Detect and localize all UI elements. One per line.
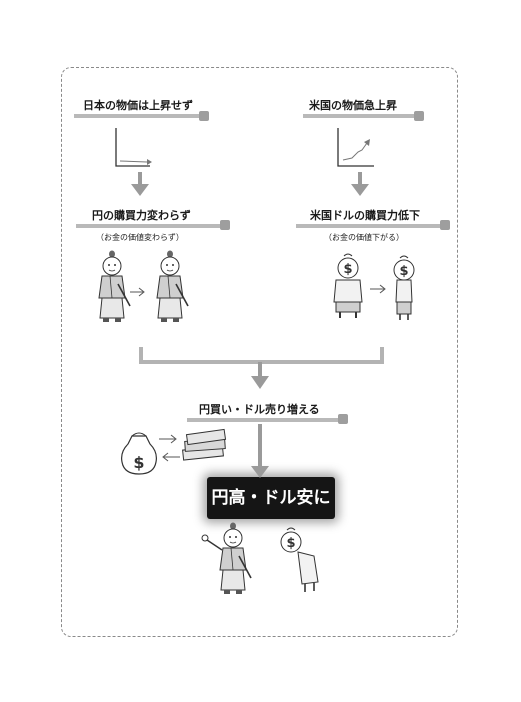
left-title: 日本の物価は上昇せず <box>83 99 193 112</box>
bowing-dollar-man-icon <box>280 527 319 592</box>
right-title-tab <box>414 111 424 121</box>
right-effect: 米国ドルの購買力低下 <box>310 209 420 222</box>
right-effect-bar <box>296 224 446 228</box>
merge-connector <box>139 347 384 389</box>
left-title-bar <box>74 114 206 118</box>
exchange-arrows-icon <box>159 434 180 462</box>
right-arrow-icon <box>370 284 386 294</box>
svg-text:$: $ <box>133 453 144 472</box>
rising-price-chart-icon <box>337 128 374 167</box>
left-effect-note: （お金の価値変わらず） <box>96 233 184 242</box>
right-down-arrow-shaft <box>358 172 362 184</box>
samurai-figure-icon <box>156 249 189 323</box>
right-effect-note: （お金の価値下がる） <box>324 233 404 242</box>
left-title-tab <box>199 111 209 121</box>
flat-price-chart-icon <box>115 128 152 167</box>
cash-bundle-icon <box>182 428 227 461</box>
left-effect-bar <box>76 224 226 228</box>
dollar-man-weak-icon <box>393 255 415 320</box>
right-title: 米国の物価急上昇 <box>309 99 397 112</box>
right-effect-tab <box>440 220 450 230</box>
result-down-arrow <box>251 424 269 478</box>
result-box: 円高・ドル安に <box>207 477 335 519</box>
money-bag-icon: $ <box>121 432 157 475</box>
left-down-arrow <box>131 184 149 196</box>
samurai-figure-icon <box>98 249 131 323</box>
result-label: 円高・ドル安に <box>211 488 331 508</box>
right-title-bar <box>303 114 421 118</box>
left-effect: 円の購買力変わらず <box>92 209 191 222</box>
diagram-frame <box>61 67 458 637</box>
right-down-arrow <box>351 184 369 196</box>
right-arrow-icon <box>130 287 145 297</box>
merge-bar <box>187 418 344 422</box>
merge-tab <box>338 414 348 424</box>
dollar-man-strong-icon <box>333 253 363 318</box>
left-effect-tab <box>220 220 230 230</box>
left-down-arrow-shaft <box>138 172 142 184</box>
cheering-samurai-icon <box>201 521 252 595</box>
merge-label: 円買い・ドル売り増える <box>199 403 320 416</box>
